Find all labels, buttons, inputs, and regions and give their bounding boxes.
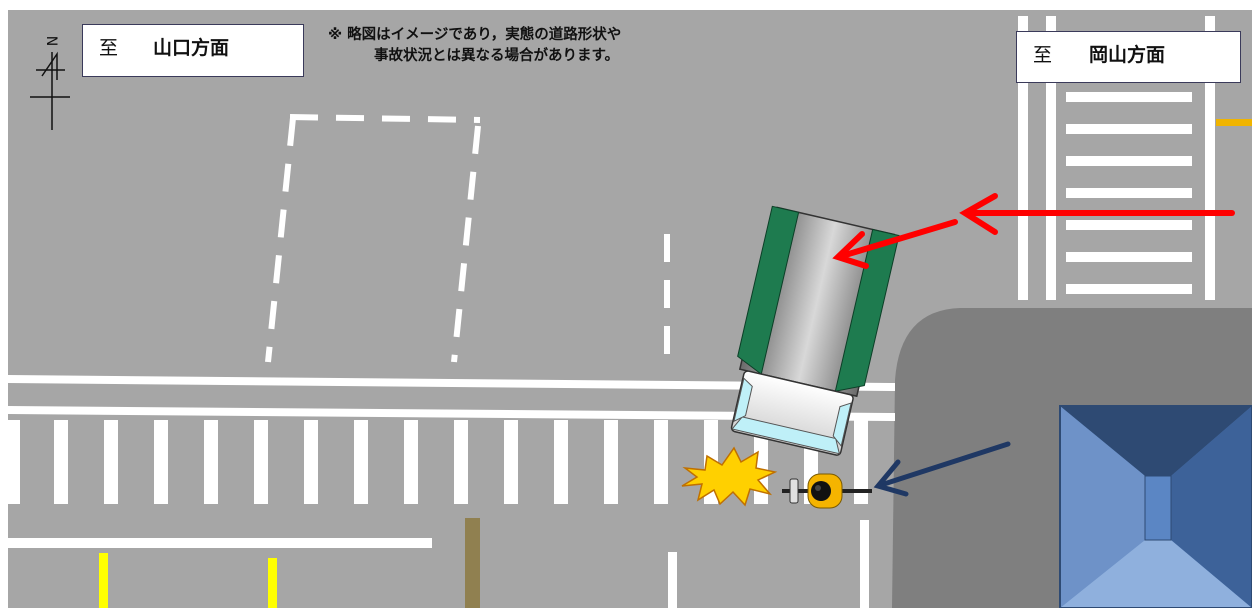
disclaimer-note: ※ 略図はイメージであり，実態の道路形状や 事故状況とは異なる場合があります。 [328,25,621,67]
center-line-left [99,553,108,608]
center-line-right [268,558,277,608]
stop-lines [8,375,895,548]
destination-prefix: 至 [1033,44,1053,66]
north-label: N [43,36,59,46]
vehicle-path-arrow [832,193,1235,269]
destination-prefix: 至 [99,37,119,59]
destination-name: 山口方面 [153,37,230,59]
cyclist-icon [782,473,872,509]
median-post [465,518,480,608]
bicycle-path-arrow [873,441,1011,497]
disclaimer-line-1: ※ 略図はイメージであり，実態の道路形状や [328,27,622,43]
destination-label-yamaguchi: 至 山口方面 [82,24,304,77]
lane-divider [668,552,677,608]
lane-edge [860,520,869,608]
destination-label-okayama: 至 岡山方面 [1016,31,1241,83]
north-arrow-icon [30,51,70,130]
building-roof [1059,405,1252,608]
yellow-edge-line [1216,119,1252,126]
dashed-lane-markings [265,114,670,368]
disclaimer-line-2: 事故状況とは異なる場合があります。 [374,48,620,64]
collision-burst-icon [681,446,778,507]
destination-name: 岡山方面 [1089,44,1166,66]
